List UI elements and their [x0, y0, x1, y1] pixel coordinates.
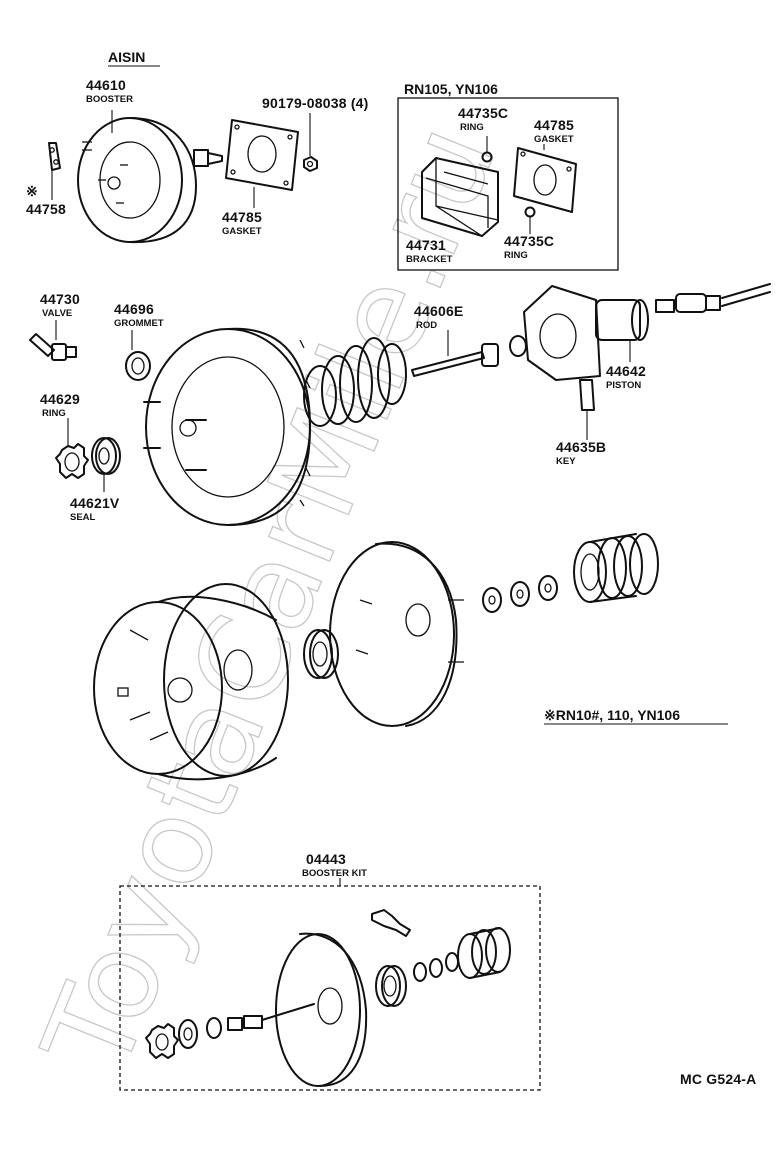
booster-kit-box: [119, 885, 541, 1091]
part-44785-box-number: 44785: [534, 117, 574, 133]
pushrod-drawing: [655, 283, 771, 313]
kit-seal-ring-drawing: [375, 965, 407, 1007]
diagram-code: MC G524-A: [680, 1071, 756, 1087]
kit-valve-drawing: [371, 909, 411, 937]
ring-44629-drawing: [55, 443, 89, 479]
box-heading: RN105, YN106: [404, 81, 498, 97]
part-44731-number: 44731: [406, 237, 446, 253]
part-44731-name: BRACKET: [406, 254, 453, 265]
kit-ring-drawing: [145, 1023, 179, 1059]
part-44730-name: VALVE: [42, 308, 72, 319]
rear-shell-drawing: [93, 583, 289, 781]
variant-box: [397, 97, 619, 271]
part-44629-name: RING: [42, 408, 66, 419]
part-44621v-name: SEAL: [70, 512, 96, 523]
kit-booster-drawing: [275, 932, 368, 1087]
part-44735c-top-name: RING: [460, 122, 484, 133]
kit-seal-drawing: [178, 1017, 222, 1049]
part-44642-name: PISTON: [606, 380, 641, 391]
kit-pushrod-drawing: [227, 1003, 315, 1031]
ring-44735c-bottom-drawing: [524, 206, 536, 218]
variant-note: ※RN10#, 110, YN106: [544, 707, 680, 723]
gasket-44785-box-drawing: [513, 147, 577, 213]
gasket-44785-drawing: [225, 119, 299, 191]
part-44606e-name: ROD: [416, 320, 437, 331]
part-04443-number: 04443: [306, 851, 346, 867]
part-44758-mark: ※: [26, 183, 38, 199]
part-44758-number: 44758: [26, 201, 66, 217]
washers-drawing: [482, 575, 558, 613]
clevis-44758-drawing: [48, 142, 61, 171]
part-44610-number: 44610: [86, 77, 126, 93]
part-44785-box-name: GASKET: [534, 134, 574, 145]
kit-washers-drawing: [413, 952, 459, 982]
rod-44606e-drawing: [411, 335, 527, 377]
nut-90179-drawing: [303, 156, 318, 172]
part-90179-number: 90179-08038 (4): [262, 95, 369, 111]
part-44629-number: 44629: [40, 391, 80, 407]
booster-main-drawing: [143, 327, 311, 526]
part-44785-number: 44785: [222, 209, 262, 225]
part-44696-number: 44696: [114, 301, 154, 317]
part-44635b-name: KEY: [556, 456, 576, 467]
grommet-44696-drawing: [125, 351, 151, 381]
diaphragm-drawing: [573, 533, 659, 603]
part-44696-name: GROMMET: [114, 318, 164, 329]
booster-small-drawing: [77, 117, 223, 244]
front-shell-drawing: [329, 541, 464, 727]
part-44735c-bottom-name: RING: [504, 250, 528, 261]
ring-44735c-top-drawing: [481, 151, 493, 163]
key-44635b-drawing: [579, 379, 595, 411]
spring-drawing: [303, 337, 407, 427]
part-44735c-top-number: 44735C: [458, 105, 508, 121]
kit-diaphragm-drawing: [457, 927, 511, 979]
part-44735c-bottom-number: 44735C: [504, 233, 554, 249]
piston-44642-drawing: [523, 285, 649, 381]
seal-44621v-drawing: [91, 437, 121, 475]
bracket-44731-drawing: [421, 157, 499, 237]
part-44621v-number: 44621V: [70, 495, 120, 511]
part-44642-number: 44642: [606, 363, 646, 379]
part-44610-name: BOOSTER: [86, 94, 133, 105]
valve-44730-drawing: [29, 333, 77, 361]
brand-label: AISIN: [108, 49, 145, 65]
part-44785-name: GASKET: [222, 226, 262, 237]
part-04443-name: BOOSTER KIT: [302, 868, 367, 879]
part-44730-number: 44730: [40, 291, 80, 307]
part-44635b-number: 44635B: [556, 439, 606, 455]
part-44606e-number: 44606E: [414, 303, 463, 319]
